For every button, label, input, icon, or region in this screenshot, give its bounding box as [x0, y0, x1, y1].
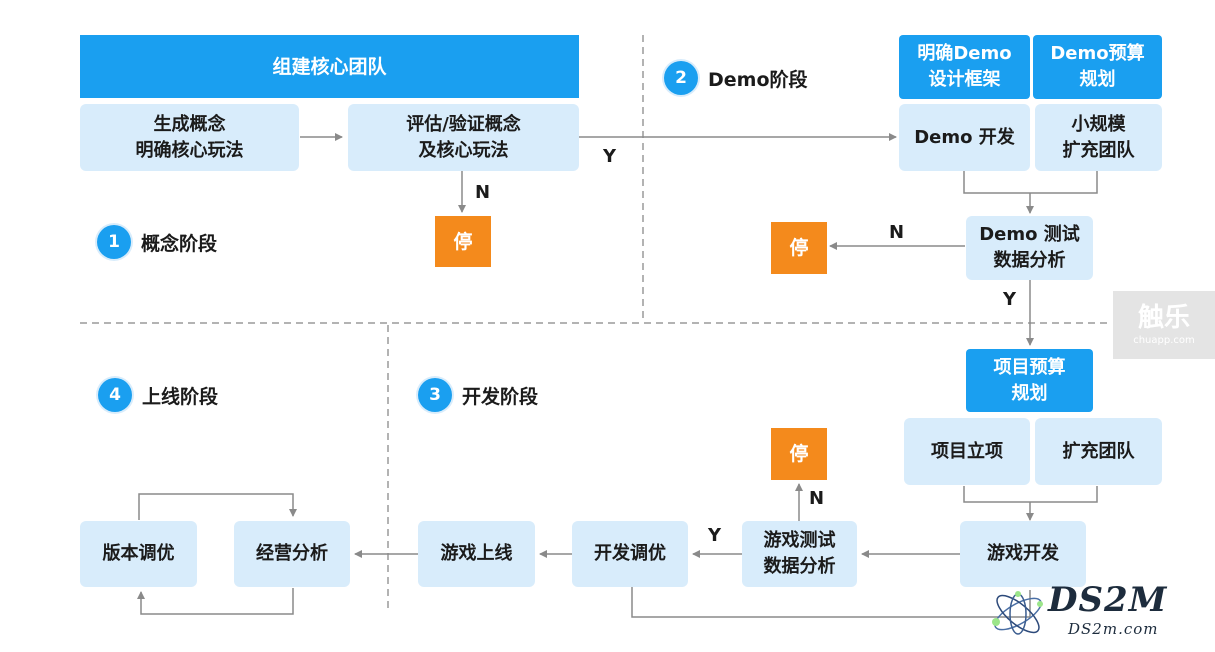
- stage-number-badge: 2: [664, 61, 698, 95]
- stage-number-badge: 3: [418, 378, 452, 412]
- edge-label-no: N: [889, 222, 905, 243]
- game-dev-box: 游戏开发: [960, 521, 1086, 587]
- stage-label-demo: 2 Demo阶段: [664, 61, 808, 95]
- stage-label-launch: 4 上线阶段: [98, 378, 218, 412]
- edge-label-no: N: [475, 182, 491, 203]
- edge-label-no: N: [809, 488, 825, 509]
- edge-label-yes: Y: [603, 146, 617, 167]
- bracket-setup-expand: [963, 486, 1098, 503]
- stop-box-demo: 停: [771, 222, 827, 274]
- expand-small-team-box: 小规模 扩充团队: [1035, 104, 1162, 171]
- stage-label-text: 概念阶段: [141, 232, 218, 255]
- stop-box-concept: 停: [435, 216, 491, 267]
- ds2m-logo-text: DS2M: [1048, 580, 1168, 620]
- version-tune-box: 版本调优: [80, 521, 197, 587]
- stage-label-dev: 3 开发阶段: [418, 378, 538, 412]
- ds2m-watermark: DS2M DS2m.com: [988, 580, 1208, 646]
- stage-label-text: 开发阶段: [462, 385, 539, 408]
- stop-box-dev: 停: [771, 428, 827, 480]
- arrow-version-to-ops: [138, 493, 297, 520]
- project-setup-box: 项目立项: [904, 418, 1030, 485]
- edge-label-yes: Y: [708, 525, 722, 546]
- demo-design-box: 明确Demo 设计框架: [899, 35, 1030, 99]
- line-tune-loop: [631, 587, 1031, 618]
- build-team-banner: 组建核心团队: [80, 35, 579, 98]
- demo-budget-box: Demo预算 规划: [1033, 35, 1162, 99]
- chuapp-watermark: 触乐 chuapp.com: [1113, 291, 1215, 359]
- arrow-ops-to-version: [137, 588, 294, 615]
- ds2m-url: DS2m.com: [1068, 620, 1159, 638]
- project-budget-box: 项目预算 规划: [966, 349, 1093, 412]
- stage-label-text: 上线阶段: [142, 385, 219, 408]
- stage-label-concept: 1 概念阶段: [97, 225, 217, 259]
- atom-logo-icon: [992, 591, 1043, 635]
- demo-test-box: Demo 测试 数据分析: [966, 216, 1093, 280]
- game-test-box: 游戏测试 数据分析: [742, 521, 857, 587]
- chuapp-logo-text: 触乐: [1137, 303, 1190, 333]
- stage-number-badge: 1: [97, 225, 131, 259]
- expand-team-box: 扩充团队: [1035, 418, 1162, 485]
- game-launch-box: 游戏上线: [418, 521, 535, 587]
- ops-analysis-box: 经营分析: [234, 521, 350, 587]
- dev-tune-box: 开发调优: [572, 521, 688, 587]
- chuapp-url: chuapp.com: [1133, 335, 1195, 346]
- stage-number-badge: 4: [98, 378, 132, 412]
- evaluate-concept-box: 评估/验证概念 及核心玩法: [348, 104, 579, 171]
- stage-label-text: Demo阶段: [708, 68, 808, 91]
- demo-dev-box: Demo 开发: [899, 104, 1030, 171]
- edge-label-yes: Y: [1003, 289, 1017, 310]
- generate-concept-box: 生成概念 明确核心玩法: [80, 104, 299, 171]
- bracket-demo-dev-expand: [963, 171, 1098, 194]
